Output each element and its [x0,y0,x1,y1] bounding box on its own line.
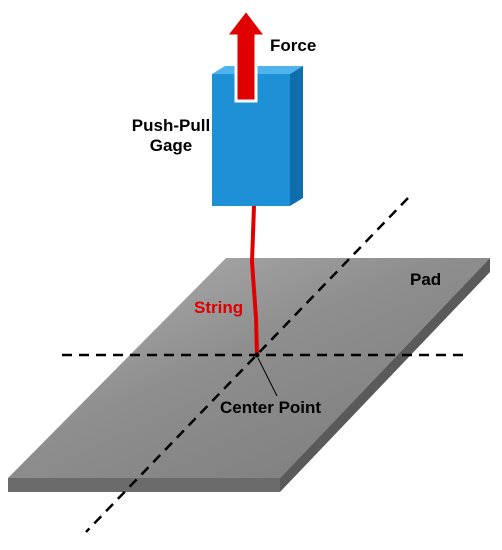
gage-side-face [290,66,303,206]
pad-top-face [8,258,490,478]
dashed-axes [62,197,470,533]
center-point-dot [254,352,260,358]
pad-side-face [280,258,490,492]
pad-label: Pad [410,270,442,289]
string-label: String [194,298,244,317]
string-line [249,204,259,357]
gage-label-line-1: Push-Pull [131,116,211,135]
center-point-leader [257,357,278,397]
center-point-label: Center Point [220,398,322,417]
force-arrow-shape [222,7,270,103]
pad [8,258,490,492]
push-pull-gage-label: Push-Pull Gage [96,116,246,155]
force-arrow [222,7,270,103]
gage-label-line-2: Gage [149,135,193,155]
diagonal-axis-line [85,197,409,533]
pad-front-face [8,478,280,492]
force-label: Force [270,36,317,55]
